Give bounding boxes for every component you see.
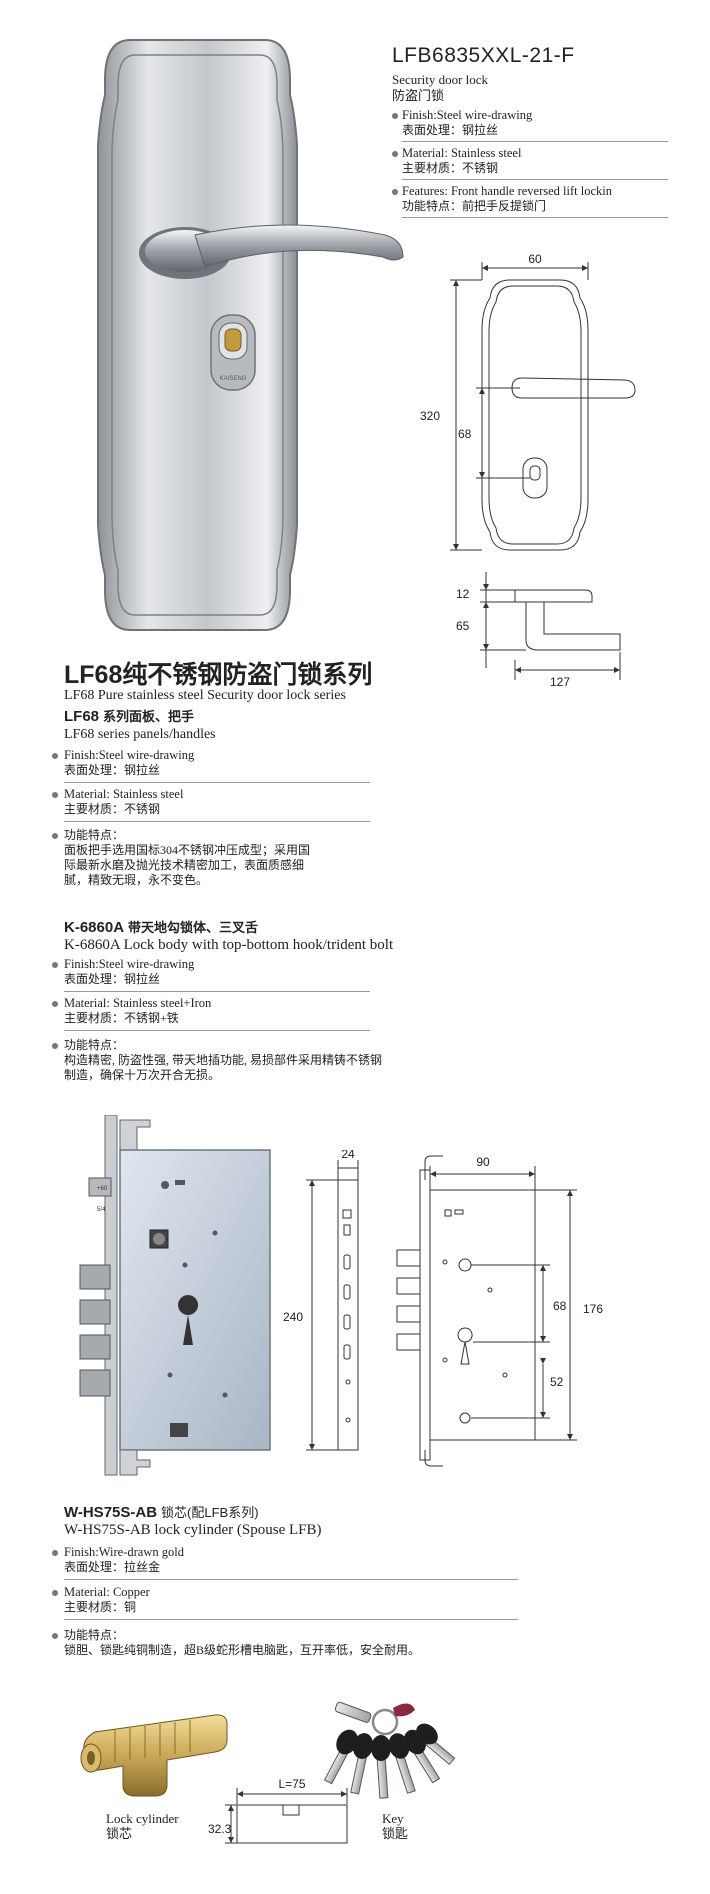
lockbody-function-block: 功能特点： 构造精密, 防盗性强, 带天地插功能, 易损部件采用精铸不锈钢 制造… — [52, 1038, 382, 1083]
series-title-en: LF68 Pure stainless steel Security door … — [64, 688, 346, 703]
dim-body-width: 90 — [476, 1155, 490, 1169]
series-subtitle-en: LF68 series panels/handles — [64, 727, 216, 742]
divider — [64, 1619, 518, 1620]
cylinder-drawing: L=75 — [225, 1777, 348, 1844]
feature-finish: Finish:Steel wire-drawing 表面处理：钢拉丝 — [392, 108, 668, 142]
cylinder-feature-material: Material: Copper 主要材质：铜 — [52, 1585, 518, 1620]
series-subtitle: LF68 系列面板、把手 — [64, 708, 195, 725]
escutcheon-brand-text: KAISENG — [220, 376, 247, 382]
series-feature-finish: Finish:Steel wire-drawing 表面处理：钢拉丝 — [52, 748, 370, 783]
dim-face-width: 24 — [341, 1150, 355, 1161]
bullet-icon — [392, 113, 398, 119]
bullet-icon — [392, 189, 398, 195]
divider — [402, 179, 668, 180]
cylinder-function-block: 功能特点： 锁胆、锁匙纯铜制造，超B级蛇形槽电脑匙，互开率低，安全耐用。 — [52, 1628, 420, 1658]
dim-spacing: 68 — [458, 427, 472, 441]
bullet-icon — [392, 151, 398, 157]
faceplate-mark-bottom: 5/4 — [97, 1207, 106, 1213]
dim-length: 127 — [550, 675, 570, 689]
lockbody-title-en: K-6860A Lock body with top-bottom hook/t… — [64, 937, 394, 953]
dim-width: 60 — [528, 252, 542, 266]
cylinder-caption: Lock cylinder 锁芯 — [106, 1811, 179, 1841]
key-caption: Key 锁匙 — [382, 1811, 409, 1841]
bullet-icon — [52, 1043, 58, 1049]
cylinder-photo — [80, 1714, 228, 1797]
dim-cyl-height: 32.3 — [208, 1822, 232, 1836]
bullet-icon — [52, 1001, 58, 1007]
divider — [402, 141, 668, 142]
dim-height: 320 — [420, 409, 440, 423]
dim-depth: 65 — [456, 619, 470, 633]
handle-technical-drawing: 60 320 68 12 65 127 — [420, 252, 636, 689]
dim-body-d2: 52 — [550, 1375, 564, 1389]
dim-face-height-label: 240 — [283, 1310, 304, 1324]
lockbody-title: K-6860A 带天地勾锁体、三叉舌 — [64, 919, 259, 936]
bullet-icon — [52, 833, 58, 839]
series-function-block: 功能特点： 面板把手选用国标304不锈钢冲压成型；采用国 际最新水磨及抛光技术精… — [52, 828, 310, 888]
lockbody-drawing: 90 68 52 — [396, 1155, 577, 1467]
product-model: LFB6835XXL-21-F — [392, 44, 575, 67]
cylinder-feature-finish: Finish:Wire-drawn gold 表面处理：拉丝金 — [52, 1545, 518, 1580]
series-feature-material: Material: Stainless steel 主要材质：不锈钢 — [52, 787, 370, 822]
keys-photo — [323, 1701, 456, 1799]
bullet-icon — [52, 1633, 58, 1639]
series-title: LF68纯不锈钢防盗门锁系列 — [64, 661, 373, 689]
lockbody-feature-material: Material: Stainless steel+Iron 主要材质：不锈钢+… — [52, 996, 370, 1031]
bullet-icon — [52, 1550, 58, 1556]
divider — [64, 991, 370, 992]
handle-photo: KAISENG — [97, 39, 404, 631]
faceplate-drawing: 24 — [306, 1150, 359, 1451]
lockbody-feature-finish: Finish:Steel wire-drawing 表面处理：钢拉丝 — [52, 957, 370, 992]
product-name-en: Security door lock — [392, 72, 489, 87]
cylinder-title: W-HS75S-AB 锁芯(配LFB系列) — [64, 1504, 259, 1521]
divider — [64, 782, 370, 783]
divider — [64, 821, 370, 822]
dim-cyl-length: L=75 — [278, 1777, 305, 1791]
dim-thickness: 12 — [456, 587, 470, 601]
divider — [64, 1579, 518, 1580]
divider — [64, 1030, 370, 1031]
bullet-icon — [52, 1590, 58, 1596]
bullet-icon — [52, 962, 58, 968]
cylinder-title-en: W-HS75S-AB lock cylinder (Spouse LFB) — [64, 1522, 322, 1538]
product-name-cn: 防盗门锁 — [392, 88, 445, 103]
divider — [402, 217, 668, 218]
dim-body-d1: 68 — [553, 1299, 567, 1313]
dim-body-height: 176 — [583, 1302, 604, 1316]
faceplate-mark-top: +60 — [97, 1186, 108, 1192]
feature-function: Features: Front handle reversed lift loc… — [392, 184, 668, 218]
bullet-icon — [52, 792, 58, 798]
bullet-icon — [52, 753, 58, 759]
lockbody-photo: +60 5/4 — [79, 1115, 271, 1476]
feature-material: Material: Stainless steel 主要材质：不锈钢 — [392, 146, 668, 180]
